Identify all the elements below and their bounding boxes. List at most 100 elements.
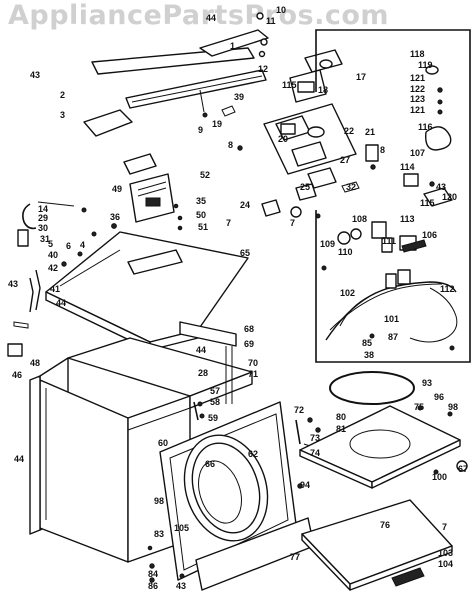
callout-label: 49	[112, 184, 122, 194]
callout-label: 75	[414, 402, 424, 412]
callout-label: 65	[240, 248, 250, 258]
callout-label: 108	[352, 214, 367, 224]
callout-label: 58	[210, 397, 220, 407]
callout-label: 8	[380, 145, 385, 155]
callout-label: 43	[436, 182, 446, 192]
callout-label: 5	[48, 239, 53, 249]
callout-label: 115	[282, 80, 297, 90]
callout-label: 74	[310, 448, 320, 458]
callout-label: 3	[60, 110, 65, 120]
callout-label: 39	[234, 92, 244, 102]
callout-label: 118	[410, 49, 425, 59]
callout-label: 50	[196, 210, 206, 220]
callout-label: 66	[205, 459, 215, 469]
callout-label: 27	[340, 155, 350, 165]
callout-label: 12	[258, 64, 268, 74]
callout-label: 84	[148, 569, 158, 579]
callout-label: 31	[40, 234, 50, 244]
callout-label: 102	[340, 288, 355, 298]
part-3-plate	[83, 109, 133, 137]
callout-label: 24	[240, 200, 250, 210]
callout-label: 98	[448, 402, 458, 412]
part-76-panel	[301, 499, 453, 591]
callout-label: 94	[300, 480, 310, 490]
callout-label: 51	[198, 222, 208, 232]
callout-label: 81	[336, 424, 346, 434]
callout-label: 44	[196, 345, 206, 355]
callout-label: 28	[198, 368, 208, 378]
callout-label: 10	[276, 5, 286, 15]
part-8-screw	[237, 145, 243, 151]
callout-label: 104	[438, 559, 453, 569]
callout-label: 36	[110, 212, 120, 222]
callout-label: 18	[318, 85, 328, 95]
cabinet-body	[29, 337, 253, 563]
callout-label: 122	[410, 84, 425, 94]
callout-label: 72	[294, 405, 304, 415]
callout-label: 7	[442, 522, 447, 532]
part-65-top-panel	[45, 231, 249, 351]
callout-label: 119	[418, 60, 433, 70]
callout-label: 44	[206, 13, 216, 23]
callout-label: 110	[338, 247, 353, 257]
callout-label: 7	[226, 218, 231, 228]
callout-label: 48	[30, 358, 40, 368]
callout-label: 29	[38, 213, 48, 223]
callout-label: 121	[410, 105, 425, 115]
callout-label: 83	[154, 529, 164, 539]
callout-label: 73	[310, 433, 320, 443]
callout-label: 123	[410, 94, 425, 104]
callout-label: 115	[420, 198, 435, 208]
callout-label: 41	[50, 284, 60, 294]
callout-label: 113	[400, 214, 415, 224]
callout-label: 44	[56, 298, 66, 308]
callout-label: 77	[290, 552, 300, 562]
callout-label: 4	[80, 240, 85, 250]
callout-label: 114	[400, 162, 415, 172]
callout-label: 85	[362, 338, 372, 348]
callout-label: 60	[158, 438, 168, 448]
callout-label: 43	[176, 581, 186, 591]
callout-label: 2	[60, 90, 65, 100]
part-39-clip	[221, 105, 236, 117]
callout-label: 109	[320, 239, 335, 249]
callout-label: 17	[356, 72, 366, 82]
callout-label: 19	[212, 119, 222, 129]
callout-label: 21	[365, 127, 375, 137]
callout-label: 14	[38, 204, 48, 214]
callout-label: 70	[248, 358, 258, 368]
callout-label: 80	[336, 412, 346, 422]
callout-label: 40	[48, 250, 58, 260]
callout-label: 59	[208, 413, 218, 423]
callout-label: 106	[422, 230, 437, 240]
callout-label: 98	[154, 496, 164, 506]
electrical-inset-box	[315, 29, 471, 363]
callout-label: 112	[440, 284, 455, 294]
callout-label: 68	[244, 324, 254, 334]
callout-label: 30	[38, 223, 48, 233]
callout-label: 86	[148, 581, 158, 591]
callout-label: 52	[200, 170, 210, 180]
top-rail-assembly	[91, 12, 269, 118]
callout-label: 96	[434, 392, 444, 402]
callout-label: 69	[244, 339, 254, 349]
callout-label: 101	[384, 314, 399, 324]
callout-label: 38	[364, 350, 374, 360]
callout-label: 22	[344, 126, 354, 136]
callout-label: 9	[198, 125, 203, 135]
part-75-lid	[299, 371, 468, 489]
callout-label: 116	[418, 122, 433, 132]
callout-label: 67	[458, 464, 468, 474]
callout-label: 107	[410, 148, 425, 158]
callout-label: 93	[422, 378, 432, 388]
callout-label: 105	[174, 523, 189, 533]
callout-label: 20	[278, 134, 288, 144]
callout-label: 1	[230, 41, 235, 51]
callout-label: 35	[196, 196, 206, 206]
callout-label: 87	[388, 332, 398, 342]
callout-label: 100	[432, 472, 447, 482]
callout-label: 57	[210, 386, 220, 396]
part-49-52-panel	[123, 153, 183, 231]
